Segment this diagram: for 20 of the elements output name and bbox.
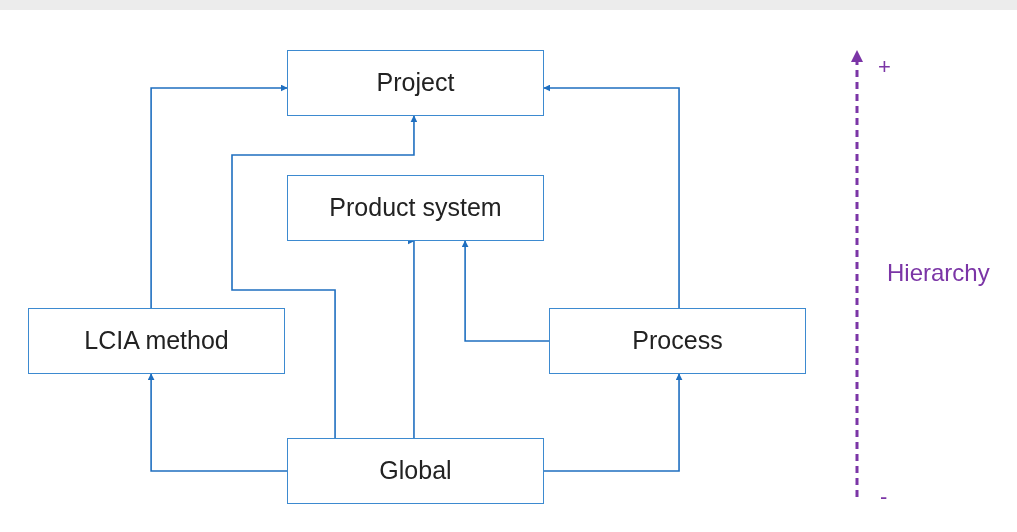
box-label: Product system (329, 192, 502, 224)
arrow (543, 373, 683, 472)
process-box (549, 308, 806, 374)
process-box (287, 175, 544, 241)
process-box (287, 438, 544, 504)
arrow (147, 373, 288, 472)
process-box (287, 50, 544, 116)
arrow (543, 84, 680, 309)
process-box (28, 308, 285, 374)
box-label: LCIA method (84, 325, 229, 357)
axis-label: Hierarchy (887, 258, 990, 288)
box-label: Project (376, 67, 455, 99)
arrow (461, 240, 550, 342)
arrow (150, 84, 288, 309)
box-label: Global (379, 455, 452, 487)
minus-label: - (880, 483, 888, 511)
arrow (410, 240, 418, 439)
plus-label: + (878, 53, 891, 81)
arrow (231, 115, 418, 439)
box-label: Process (632, 325, 723, 357)
